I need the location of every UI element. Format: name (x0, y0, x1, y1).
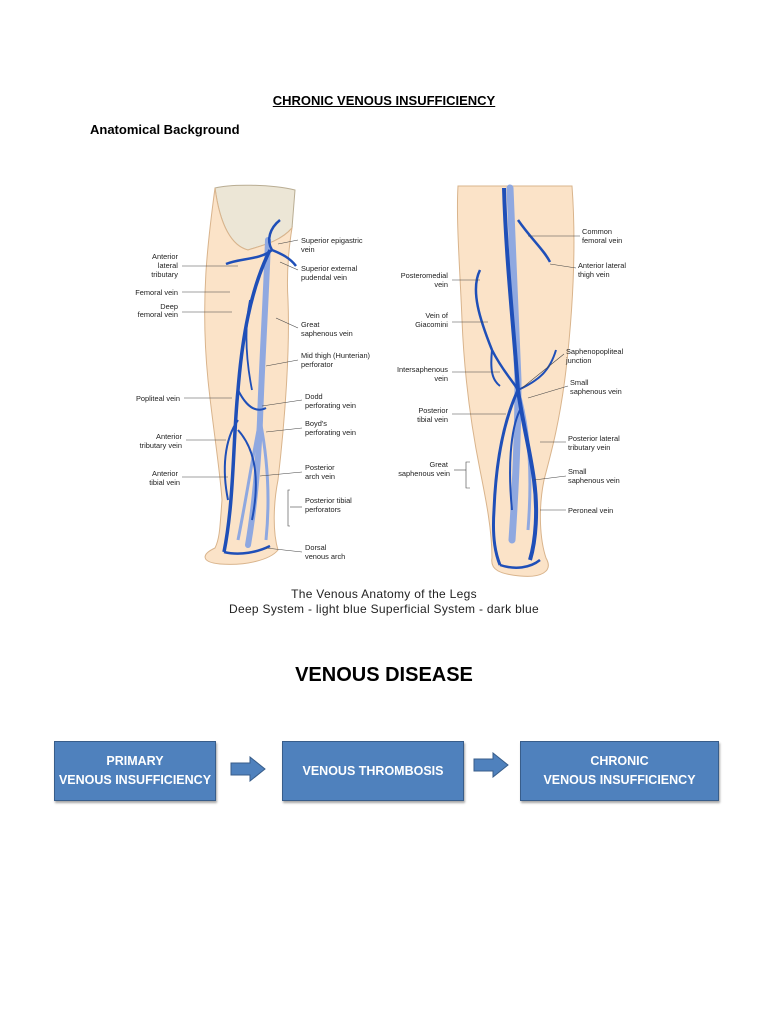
label-great: Great (301, 320, 319, 329)
label-small-2: Small (568, 467, 587, 476)
label-dodd: Dodd (305, 392, 323, 401)
label-small-saphenous-vein-2: saphenous vein (568, 476, 620, 485)
label-femoral-vein: Femoral vein (135, 288, 178, 297)
anterior-leg-illustration (204, 184, 297, 565)
label-posterior-tibial: Posterior tibial (305, 496, 352, 505)
label-venous-arch: venous arch (305, 552, 345, 561)
label-boyds-perforating-vein: perforating vein (305, 428, 356, 437)
label-anterior-tributary: Anterior (156, 432, 182, 441)
label-small-saphenous-vein: saphenous vein (570, 387, 622, 396)
label-superior-external: Superior external (301, 264, 358, 273)
label-tributary: tributary (151, 270, 178, 279)
venous-disease-heading: VENOUS DISEASE (295, 664, 473, 686)
label-peroneal-vein: Peroneal vein (568, 506, 613, 515)
venous-anatomy-figure: Anterior lateral tributary Femoral vein … (135, 184, 628, 577)
svg-text:Posteromedial vein Vei: Posteromedial vein Vein of Giacomini Int… (397, 271, 450, 478)
label-posteromedial-vein: vein (434, 280, 448, 289)
flow-box-chronic: CHRONIC VENOUS INSUFFICIENCY (520, 741, 719, 801)
label-tibial-vein: tibial vein (149, 478, 180, 487)
label-anterior-lateral: Anterior lateral (578, 261, 626, 270)
label-superior-epigastric: Superior epigastric (301, 236, 363, 245)
label-boyds: Boyd's (305, 419, 327, 428)
label-lateral: lateral (158, 261, 178, 270)
document-title: CHRONIC VENOUS INSUFFICIENCY (272, 93, 496, 108)
label-saphenopopliteal: Saphenopopliteal (566, 347, 623, 356)
figure-caption-line1: The Venous Anatomy of the Legs (291, 587, 477, 601)
flow-box-chronic-line2: VENOUS INSUFFICIENCY (543, 773, 696, 787)
flow-box-thrombosis-line1: VENOUS THROMBOSIS (302, 763, 444, 778)
right-arrow-icon (230, 756, 266, 782)
svg-text:Superior epigastric vein: Superior epigastric vein Superior extern… (301, 236, 372, 561)
label-arch-vein: arch vein (305, 472, 335, 481)
right-arrow-icon (473, 752, 509, 778)
label-perforator: perforator (301, 360, 334, 369)
label-giacomini: Giacomini (415, 320, 448, 329)
label-thigh-vein: thigh vein (578, 270, 610, 279)
label-intersaphenous: Intersaphenous (397, 365, 448, 374)
label-posteromedial: Posteromedial (401, 271, 449, 280)
svg-text:Common femoral vein An: Common femoral vein Anterior lateral thi… (565, 227, 628, 515)
label-vein-of: Vein of (425, 311, 449, 320)
label-common-femoral-vein: femoral vein (582, 236, 622, 245)
label-common: Common (582, 227, 612, 236)
label-tibial-vein-r: tibial vein (417, 415, 448, 424)
section-heading: Anatomical Background (90, 122, 240, 137)
flow-box-chronic-line1: CHRONIC (590, 754, 649, 768)
label-great-r: Great (429, 460, 447, 469)
label-perforators: perforators (305, 505, 341, 514)
label-deep-femoral-vein: femoral vein (138, 310, 178, 319)
label-intersaphenous-vein: vein (434, 374, 448, 383)
label-dodd-perforating-vein: perforating vein (305, 401, 356, 410)
label-mid-thigh: Mid thigh (Hunterian) (301, 351, 370, 360)
label-tributary-vein-r: tributary vein (568, 443, 610, 452)
label-posterior-lateral: Posterior lateral (568, 434, 620, 443)
posterior-leg-illustration (456, 184, 575, 577)
label-anterior: Anterior (152, 252, 178, 261)
label-deep: Deep (160, 302, 178, 311)
label-small: Small (570, 378, 589, 387)
label-junction: junction (565, 356, 591, 365)
svg-text:Anterior lateral tribu: Anterior lateral tributary Femoral vein … (135, 252, 184, 487)
label-dorsal: Dorsal (305, 543, 327, 552)
figure-caption-line2: Deep System - light blue Superficial Sys… (229, 602, 539, 616)
label-saphenous-vein-r: saphenous vein (398, 469, 450, 478)
label-popliteal-vein: Popliteal vein (136, 394, 180, 403)
label-tributary-vein: tributary vein (140, 441, 182, 450)
label-superior-epigastric-vein: vein (301, 245, 315, 254)
flow-box-primary-line2: VENOUS INSUFFICIENCY (58, 773, 212, 787)
flow-box-thrombosis: VENOUS THROMBOSIS (282, 741, 464, 801)
label-posterior: Posterior (305, 463, 335, 472)
label-anterior-tibial: Anterior (152, 469, 178, 478)
label-posterior-tibial-r: Posterior (418, 406, 448, 415)
label-great-saphenous-vein: saphenous vein (301, 329, 353, 338)
label-pudendal-vein: pudendal vein (301, 273, 347, 282)
flow-box-primary-line1: PRIMARY (106, 754, 164, 768)
flow-box-primary: PRIMARY VENOUS INSUFFICIENCY (54, 741, 216, 801)
